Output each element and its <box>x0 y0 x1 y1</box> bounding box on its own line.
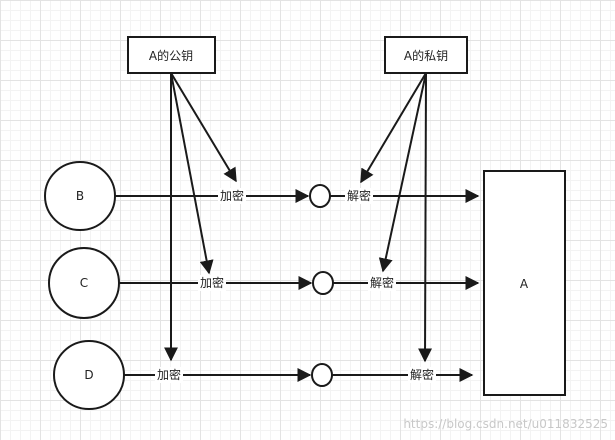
watermark-text: https://blog.csdn.net/u011832525 <box>403 417 608 431</box>
cipher-node-c <box>312 271 334 295</box>
private-key-to-b-arrow <box>360 72 427 184</box>
private-key-label: A的私钥 <box>404 48 448 63</box>
public-key-to-c-arrow <box>170 72 214 275</box>
encrypt-label-d: 加密 <box>157 367 181 382</box>
decrypt-label-c: 解密 <box>370 275 394 290</box>
node-c-label: C <box>80 276 88 290</box>
public-key-to-b-arrow <box>170 72 237 183</box>
private-key-to-c-arrow <box>378 72 427 273</box>
node-b-label: B <box>76 189 84 203</box>
node-d-label: D <box>84 368 93 382</box>
receiver-a-label: A <box>520 277 529 291</box>
receiver-a-box <box>483 170 566 396</box>
encrypt-label-b: 加密 <box>220 188 244 203</box>
cipher-node-d <box>311 363 333 387</box>
decrypt-label-b: 解密 <box>347 188 371 203</box>
private-key-to-d-arrow <box>418 72 433 363</box>
cipher-node-b <box>309 184 331 208</box>
public-key-label: A的公钥 <box>149 48 193 63</box>
decrypt-label-d: 解密 <box>410 367 434 382</box>
encrypt-label-c: 加密 <box>200 275 224 290</box>
